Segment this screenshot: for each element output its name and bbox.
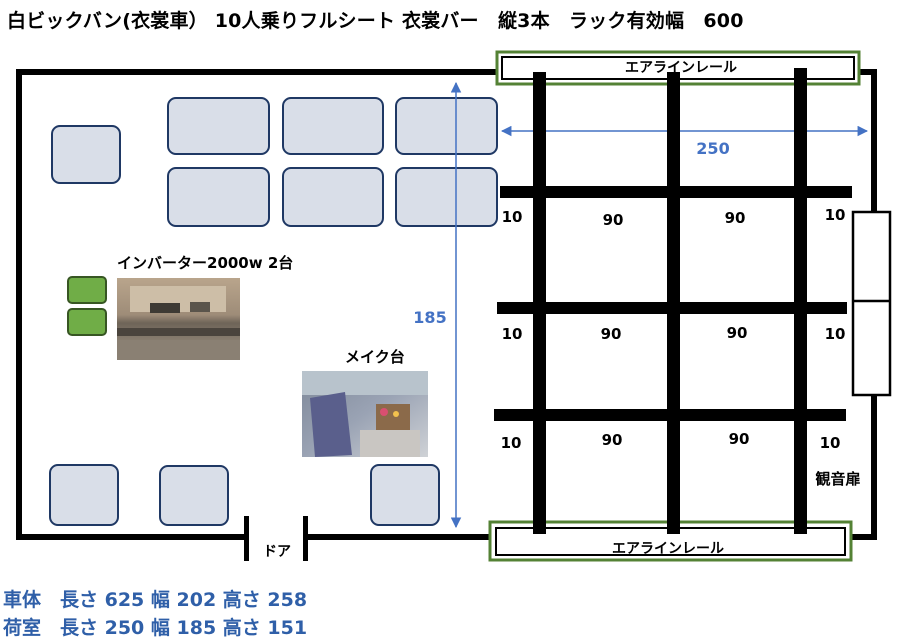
cargo-room-specs: 荷室 長さ 250 幅 185 高さ 151 — [3, 617, 308, 639]
rack-number-r2-c3: 90 — [727, 324, 748, 342]
seat-row2-b — [282, 167, 384, 227]
rack-bar-horizontal-3 — [494, 409, 846, 421]
makeup-table-label: メイク台 — [345, 348, 405, 366]
rack-number-r2-c4: 10 — [825, 325, 846, 343]
seat-row1-c — [395, 97, 498, 155]
seat-row2-a — [167, 167, 270, 227]
makeup-photo — [302, 371, 428, 457]
seat-front-single — [51, 125, 121, 184]
door-post-right — [303, 516, 308, 561]
rack-number-r1-c1: 10 — [502, 208, 523, 226]
rack-number-r1-c4: 10 — [825, 206, 846, 224]
rack-number-r3-c2: 90 — [602, 431, 623, 449]
inverter-box-2 — [67, 308, 107, 336]
rack-number-r2-c1: 10 — [502, 325, 523, 343]
door-gap — [248, 532, 306, 542]
seat-back-left-b — [159, 465, 229, 526]
rack-bar-horizontal-2 — [497, 302, 847, 314]
rack-number-r3-c1: 10 — [501, 434, 522, 452]
vehicle-body-specs: 車体 長さ 625 幅 202 高さ 258 — [3, 589, 308, 611]
seat-back-left-a — [49, 464, 119, 526]
inverter-photo — [117, 278, 240, 360]
inverter-label: インバーター2000w 2台 — [117, 254, 293, 272]
rack-number-r3-c3: 90 — [729, 430, 750, 448]
airline-rail-top-label: エアラインレール — [625, 60, 737, 76]
rack-number-r3-c4: 10 — [820, 434, 841, 452]
rear-double-door — [851, 210, 892, 397]
seat-row2-c — [395, 167, 498, 227]
height-dimension-label: 185 — [413, 308, 446, 327]
rack-bar-horizontal-1 — [500, 186, 852, 198]
rack-number-r1-c3: 90 — [725, 209, 746, 227]
rack-bar-vertical-3 — [794, 68, 807, 534]
door-post-left — [244, 516, 249, 561]
inverter-box-1 — [67, 276, 107, 304]
seat-row1-b — [282, 97, 384, 155]
seat-row1-a — [167, 97, 270, 155]
rear-door-label: 観音扉 — [815, 470, 860, 488]
width-dimension-label: 250 — [696, 139, 729, 158]
rack-number-r2-c2: 90 — [601, 325, 622, 343]
page-title: 白ビックバン(衣裳車） 10人乗りフルシート 衣裳バー 縦3本 ラック有効幅 6… — [7, 10, 744, 32]
airline-rail-bottom-label: エアラインレール — [612, 541, 724, 557]
seat-back-right — [370, 464, 440, 526]
door-label: ドア — [263, 544, 291, 560]
rack-number-r1-c2: 90 — [603, 211, 624, 229]
